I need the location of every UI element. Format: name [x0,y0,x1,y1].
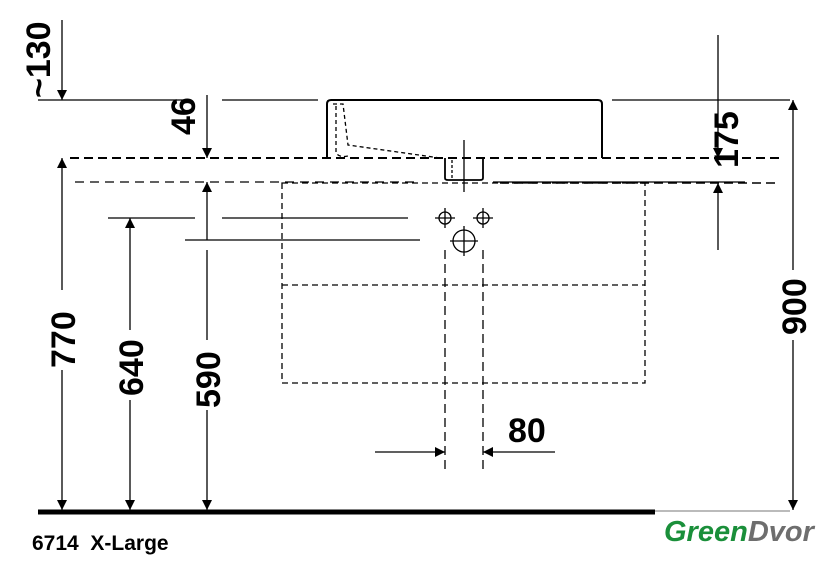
dim-46: 46 [165,97,203,135]
connection-holes [435,208,493,470]
reference-lines [38,99,790,241]
cabinet-outline [281,182,646,384]
dim-640: 640 [113,339,151,396]
model-number: 6714 [32,532,79,555]
dim-590: 590 [190,351,228,408]
model-size: X-Large [90,532,169,555]
basin-outline [326,99,603,192]
dimension-arrows [57,20,798,510]
dim-770: 770 [45,311,83,368]
dim-130: ~130 [20,21,58,98]
dim-175: 175 [708,111,746,168]
greendvor-logo: GreenDvor [664,516,814,549]
logo-gray: Dvor [747,516,814,548]
dim-900: 900 [776,278,814,335]
logo-green: Green [664,516,748,548]
model-caption: 6714 X-Large [32,532,169,556]
dim-80: 80 [508,412,546,450]
